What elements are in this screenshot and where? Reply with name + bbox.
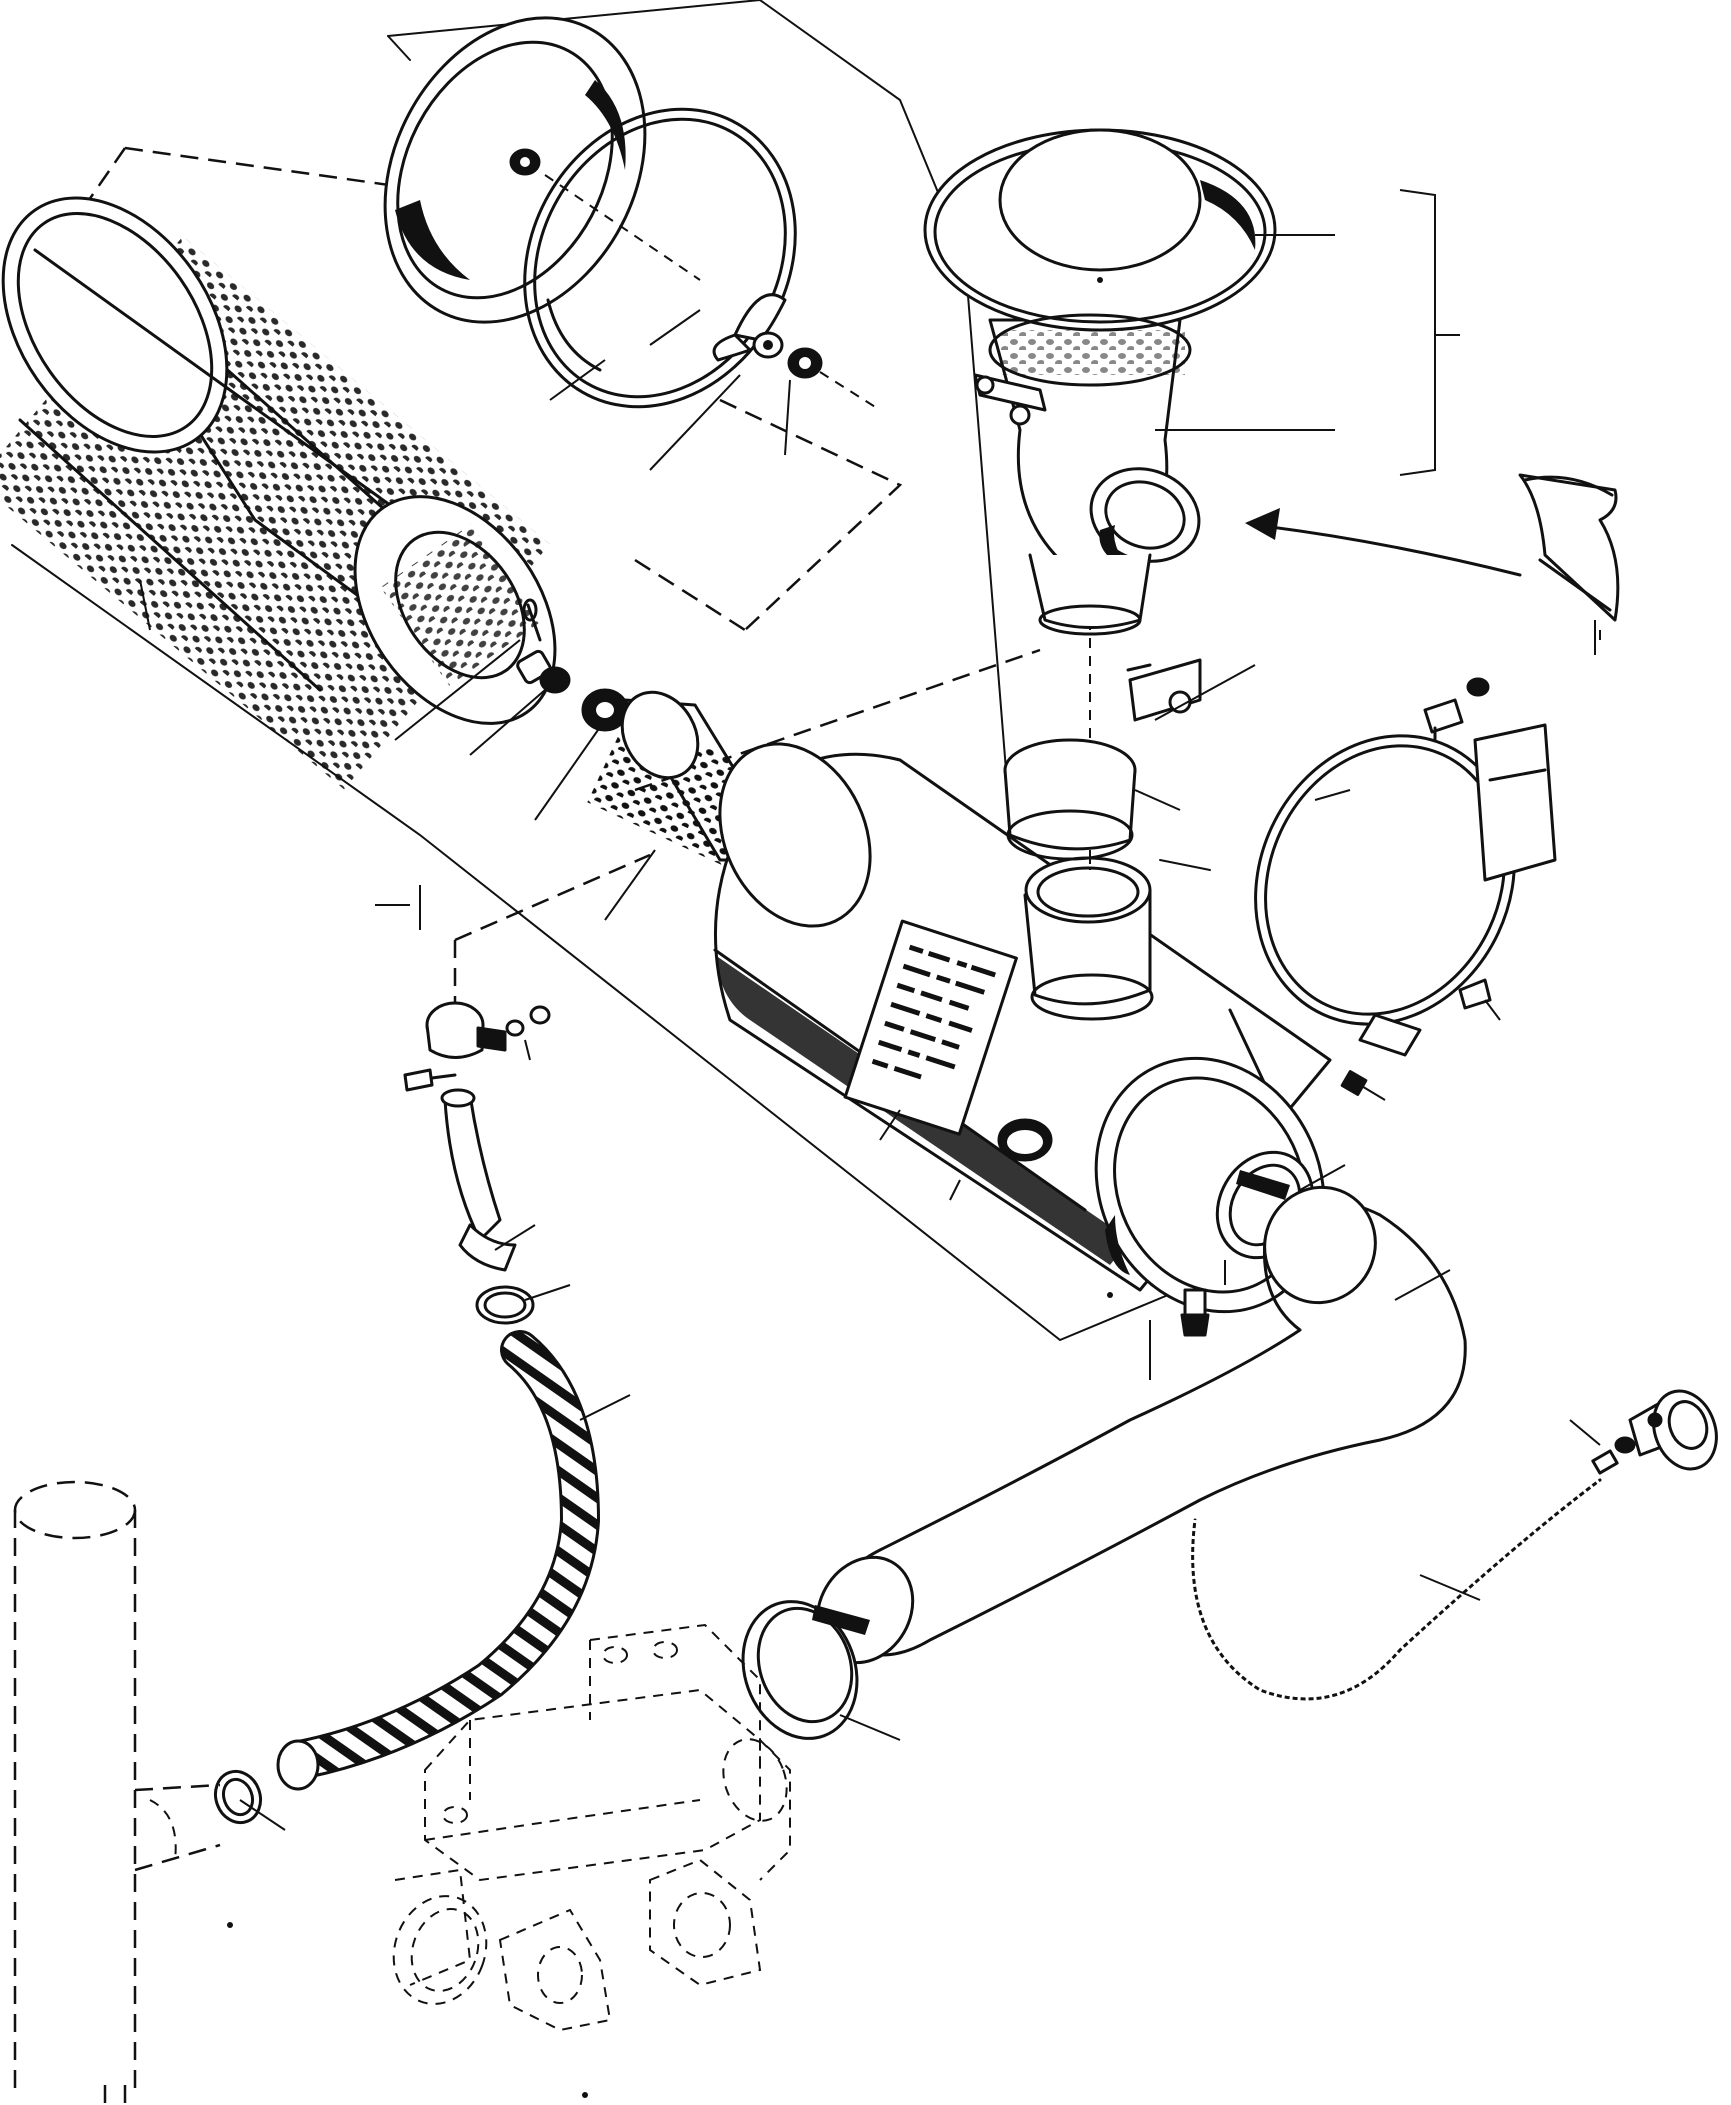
band-lock-washer-upper	[1466, 677, 1490, 697]
band-nut-lower	[1340, 1070, 1368, 1096]
band-bolt-lower	[1458, 978, 1492, 1010]
direction-arrow	[1245, 508, 1522, 577]
exploded-view-frame-upper	[387, 0, 966, 259]
housing-decal	[843, 919, 1018, 1136]
pre-cleaner-clamp	[973, 373, 1047, 426]
cover-centerline	[544, 174, 701, 281]
restriction-indicator	[1628, 1389, 1718, 1471]
outlet-hose-end-clamp	[741, 1600, 870, 1740]
breather-hose-end-clamp	[213, 1769, 263, 1825]
small-clamp-washer	[505, 1005, 551, 1037]
vacuator-nipple	[1180, 1288, 1210, 1337]
filter-element-dashed-frame	[28, 146, 903, 632]
element-nut	[516, 649, 571, 694]
housing-side-port	[997, 1118, 1053, 1162]
indicator-fitting	[1591, 1436, 1636, 1475]
housing-cover	[383, 16, 647, 324]
scan-specks	[227, 277, 1113, 2098]
band-bolt-upper	[1423, 698, 1464, 742]
small-clamp-screw	[403, 1068, 457, 1092]
corrugated-breather-hose	[276, 1330, 601, 1791]
exhaust-stack-phantom	[13, 1480, 221, 2105]
element-seal-washer	[581, 688, 629, 732]
callout-leaders	[139, 189, 1601, 1831]
mounting-band	[1254, 723, 1557, 1057]
cotter-pin	[522, 598, 542, 642]
intake-manifold-phantom	[392, 1623, 791, 2032]
small-hose-clamp-upper	[425, 1001, 507, 1059]
breather-hose-clamp	[475, 1285, 535, 1325]
primary-filter-element	[0, 196, 557, 791]
indicator-tube	[1190, 1478, 1602, 1701]
housing-inlet-neck	[1023, 856, 1154, 1021]
washer-small	[787, 347, 823, 379]
pre-cleaner-assembly	[923, 128, 1277, 636]
breather-elbow-tube	[440, 1088, 517, 1272]
wing-nut	[712, 293, 787, 362]
rain-cap	[1518, 473, 1620, 622]
pre-cleaner-band-clamp	[1003, 658, 1202, 861]
wing-nut-axis	[819, 371, 881, 411]
